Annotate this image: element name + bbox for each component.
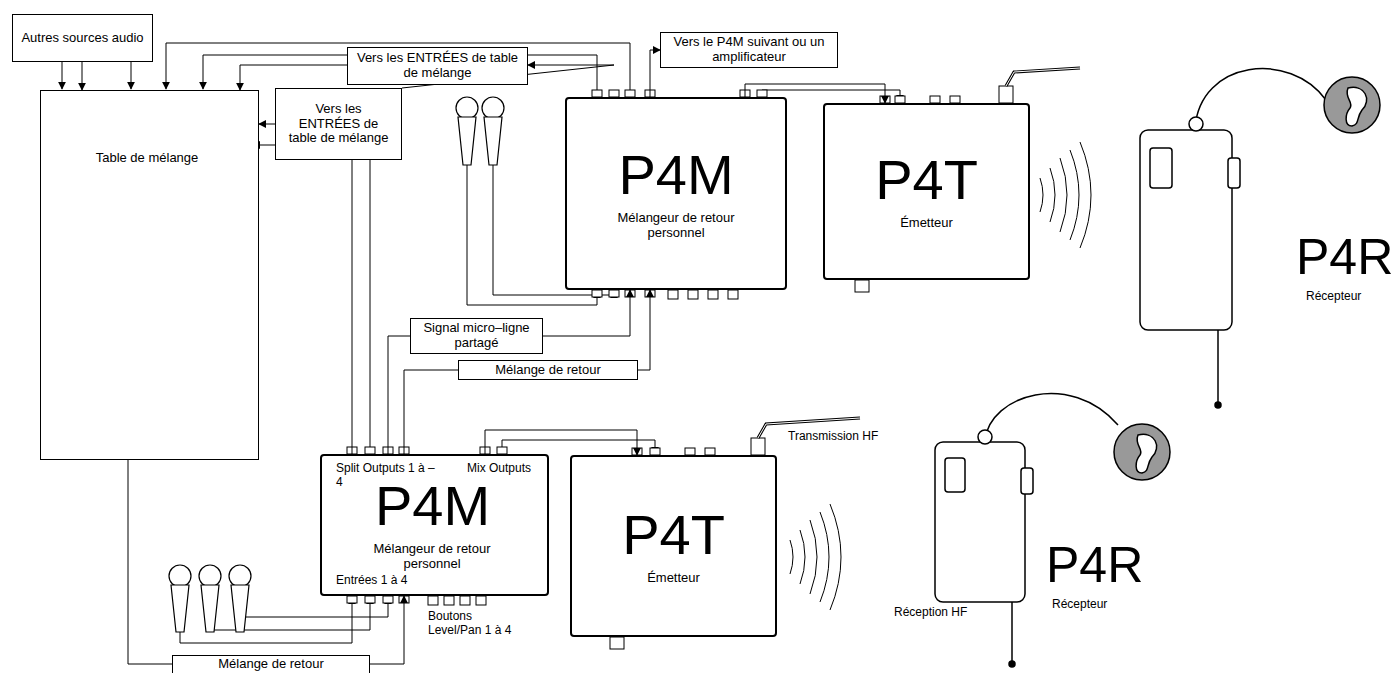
note-box: Signal micro–ligne partagé xyxy=(410,318,543,354)
node-text: Mix Outputs xyxy=(464,462,534,476)
node-text: Vers le P4M suivant ou un amplificateur xyxy=(664,35,834,65)
device-name: P4T xyxy=(622,507,725,563)
node-text: Mélange de retour xyxy=(218,657,324,672)
device-caption: Récepteur xyxy=(1052,598,1132,612)
note-box: Mélange de retour xyxy=(458,360,638,380)
signal-connector xyxy=(82,62,83,90)
device-name: P4R xyxy=(1046,540,1146,590)
signal-connector xyxy=(543,290,630,336)
signal-connector xyxy=(370,596,404,664)
node-text: Signal micro–ligne partagé xyxy=(414,321,539,351)
signal-connector xyxy=(485,430,637,455)
device-name: P4R xyxy=(1296,232,1396,282)
signal-label: Transmission HF xyxy=(788,430,898,444)
signal-connector xyxy=(638,290,650,370)
device-name: P4T xyxy=(875,152,978,208)
transmitter-antenna xyxy=(751,68,1080,455)
monitor-mixer: Split Outputs 1 à –4Mix OutputsP4MMélang… xyxy=(320,454,549,596)
monitor-mixer: P4M Mélangeur de retour personnel xyxy=(565,97,787,290)
node-text: Vers les ENTRÉES de table de mélange xyxy=(284,102,394,147)
device-name: P4M xyxy=(322,478,543,534)
signal-connector xyxy=(352,160,353,454)
transmitter: P4T Émetteur xyxy=(823,103,1030,280)
note-box: Vers les ENTRÉES de table de mélange xyxy=(275,88,402,160)
signal-connector xyxy=(259,124,275,125)
mixing-desk: Table de mélange xyxy=(40,90,259,460)
node-text: Vers les ENTRÉES de table de mélange xyxy=(353,51,523,81)
node-text: Mélangeur de retour personnel xyxy=(596,211,756,241)
transmitter: P4T Émetteur xyxy=(570,455,777,637)
signal-connector xyxy=(128,460,172,664)
node-text: Autres sources audio xyxy=(21,31,143,46)
source-box: Autres sources audio xyxy=(12,14,153,62)
node-text: Table de mélange xyxy=(41,151,253,166)
signal-connector xyxy=(388,336,410,454)
signal-label: Réception HF xyxy=(894,606,994,620)
note-box: Vers le P4M suivant ou un amplificateur xyxy=(660,32,838,68)
node-text: Mélangeur de retour personnel xyxy=(357,542,507,572)
signal-connector xyxy=(404,370,458,454)
device-caption: Récepteur xyxy=(1306,290,1386,304)
node-text: Émetteur xyxy=(900,216,953,231)
note-box: Vers les ENTRÉES de table de mélange xyxy=(347,47,528,85)
signal-connector xyxy=(240,65,347,90)
control-label: Boutons Level/Pan 1 à 4 xyxy=(428,610,528,638)
note-box: Mélange de retour xyxy=(172,655,370,673)
device-name: P4M xyxy=(618,147,733,203)
node-text: Entrées 1 à 4 xyxy=(336,574,456,588)
node-text: Mélange de retour xyxy=(495,363,601,378)
signal-connector xyxy=(650,50,660,97)
node-text: Émetteur xyxy=(647,571,700,586)
